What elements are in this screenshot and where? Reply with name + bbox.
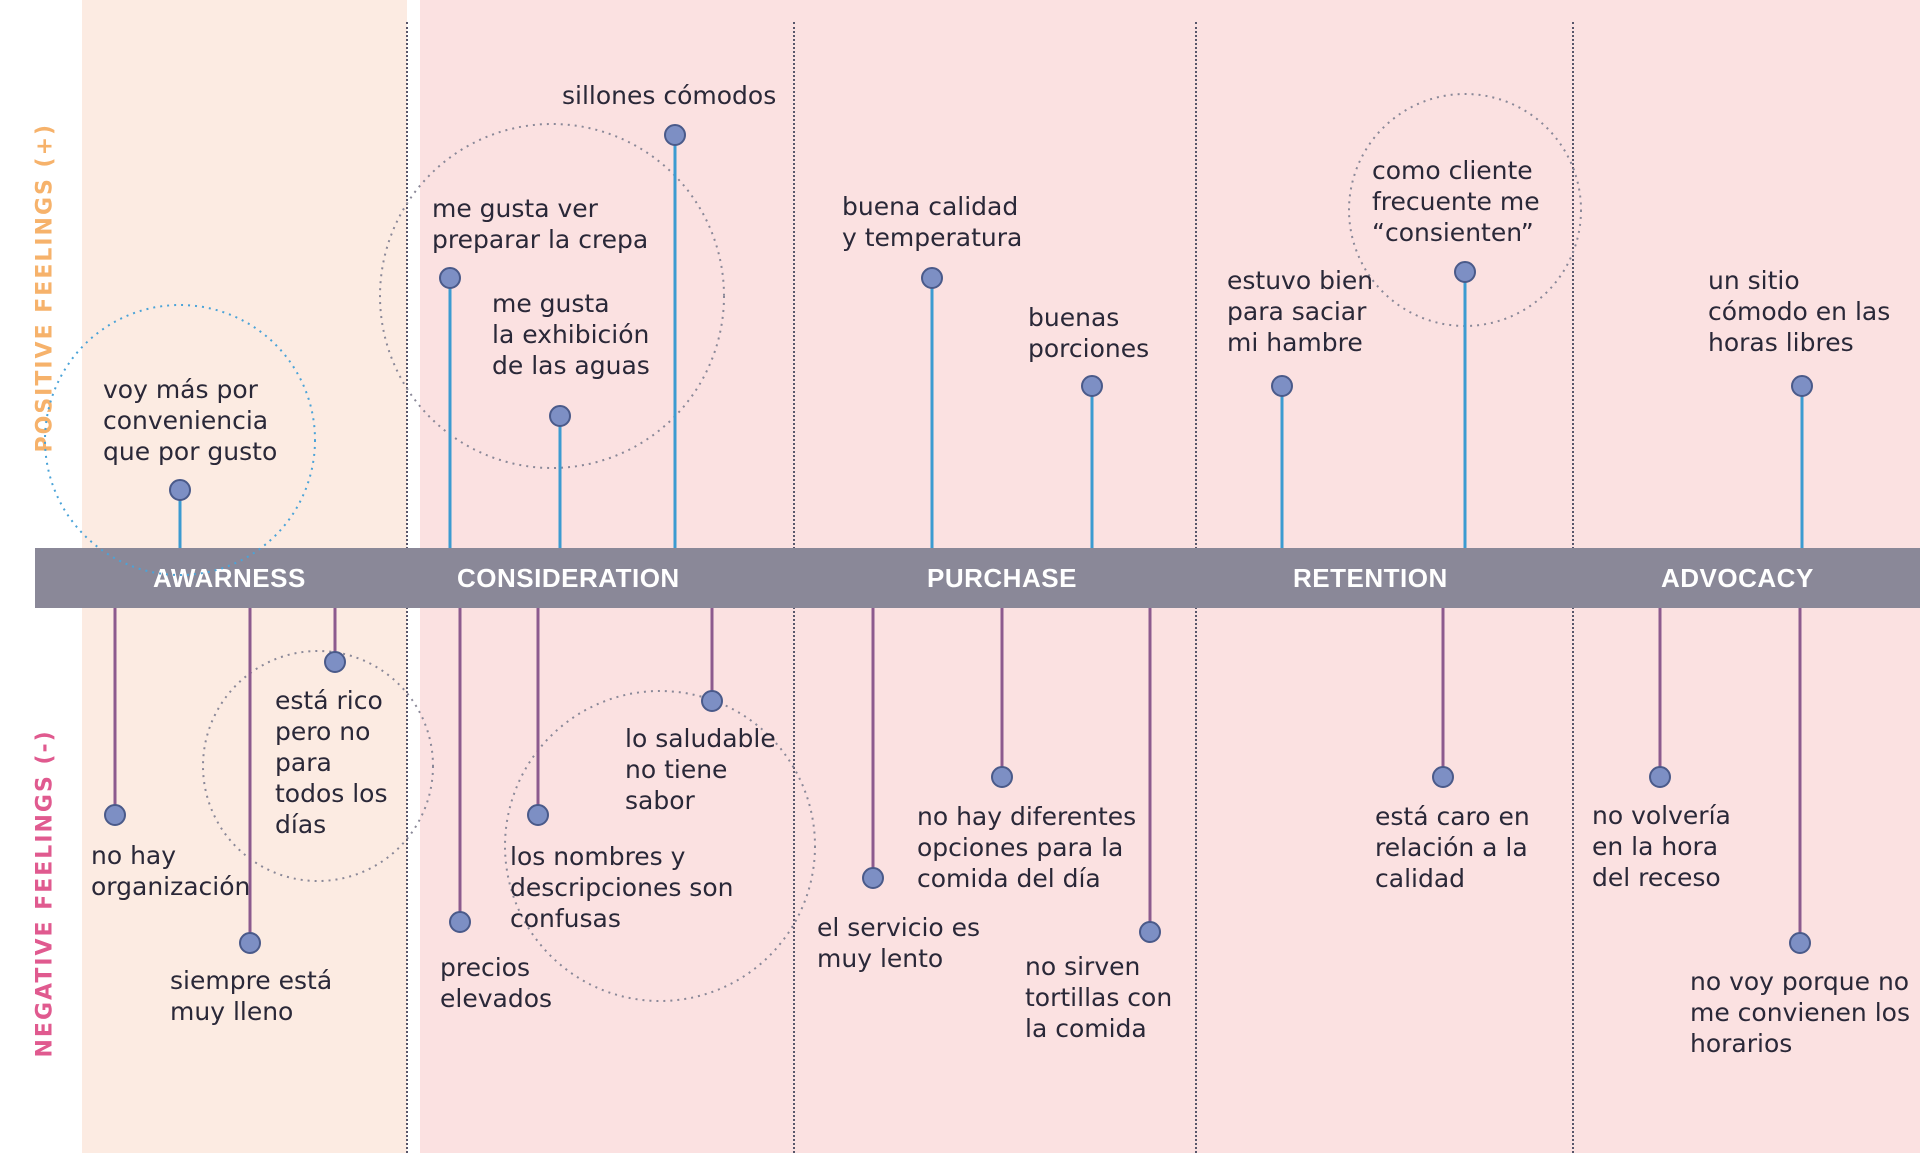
positive-note: como cliente frecuente me “consienten” <box>1372 156 1540 247</box>
positive-pin <box>169 479 191 501</box>
negative-note: los nombres y descripciones son confusas <box>510 842 734 933</box>
negative-pin <box>1432 766 1454 788</box>
stage-bar <box>35 548 1920 608</box>
positive-pin <box>1791 375 1813 397</box>
positive-note: sillones cómodos <box>562 81 777 110</box>
highlight-circle <box>379 123 725 469</box>
stage-consideration: CONSIDERATION <box>457 563 680 593</box>
positive-pin <box>921 267 943 289</box>
negative-pin <box>1649 766 1671 788</box>
negative-pin <box>1139 921 1161 943</box>
negative-pin <box>1789 932 1811 954</box>
highlight-circle <box>504 690 816 1002</box>
stage-purchase: PURCHASE <box>927 563 1077 593</box>
positive-note: estuvo bien para saciar mi hambre <box>1227 266 1374 357</box>
negative-pin <box>324 651 346 673</box>
negative-pin <box>449 911 471 933</box>
negative-note: no hay organización <box>91 841 251 901</box>
positive-note: me gusta la exhibición de las aguas <box>492 289 650 380</box>
positive-note: me gusta ver preparar la crepa <box>432 194 649 254</box>
negative-note: no sirven tortillas con la comida <box>1025 952 1173 1043</box>
stage-advocacy: ADVOCACY <box>1661 563 1814 593</box>
highlight-circles <box>44 93 1582 1002</box>
negative-note: siempre está muy lleno <box>170 966 333 1026</box>
positive-pin <box>1271 375 1293 397</box>
negative-note: lo saludable no tiene sabor <box>625 724 776 815</box>
negative-note: precios elevados <box>440 953 553 1013</box>
negative-pin <box>104 804 126 826</box>
stage-awarness: AWARNESS <box>153 563 306 593</box>
negative-note: no volvería en la hora del receso <box>1592 801 1731 892</box>
negative-note: no voy porque no me convienen los horari… <box>1690 967 1910 1058</box>
negative-pin <box>862 867 884 889</box>
positive-pin <box>1454 261 1476 283</box>
negative-pin <box>991 766 1013 788</box>
negative-pin <box>701 690 723 712</box>
highlight-circle <box>44 304 316 576</box>
negative-pin <box>527 804 549 826</box>
negative-note: está caro en relación a la calidad <box>1375 802 1530 893</box>
note-pins <box>104 124 1813 954</box>
positive-note: buena calidad y temperatura <box>842 192 1023 252</box>
positive-note: buenas porciones <box>1028 303 1150 363</box>
positive-pin <box>549 405 571 427</box>
positive-pin <box>664 124 686 146</box>
negative-note: el servicio es muy lento <box>817 913 981 973</box>
note-stems <box>113 135 1804 943</box>
positive-note: voy más por conveniencia que por gusto <box>103 375 278 466</box>
negative-note: está rico pero no para todos los días <box>275 686 388 839</box>
negative-note: no hay diferentes opciones para la comid… <box>917 802 1137 893</box>
stage-retention: RETENTION <box>1293 563 1448 593</box>
positive-note: un sitio cómodo en las horas libres <box>1708 266 1891 357</box>
highlight-circle <box>202 650 434 882</box>
negative-pin <box>239 932 261 954</box>
positive-pin <box>1081 375 1103 397</box>
positive-pin <box>439 267 461 289</box>
